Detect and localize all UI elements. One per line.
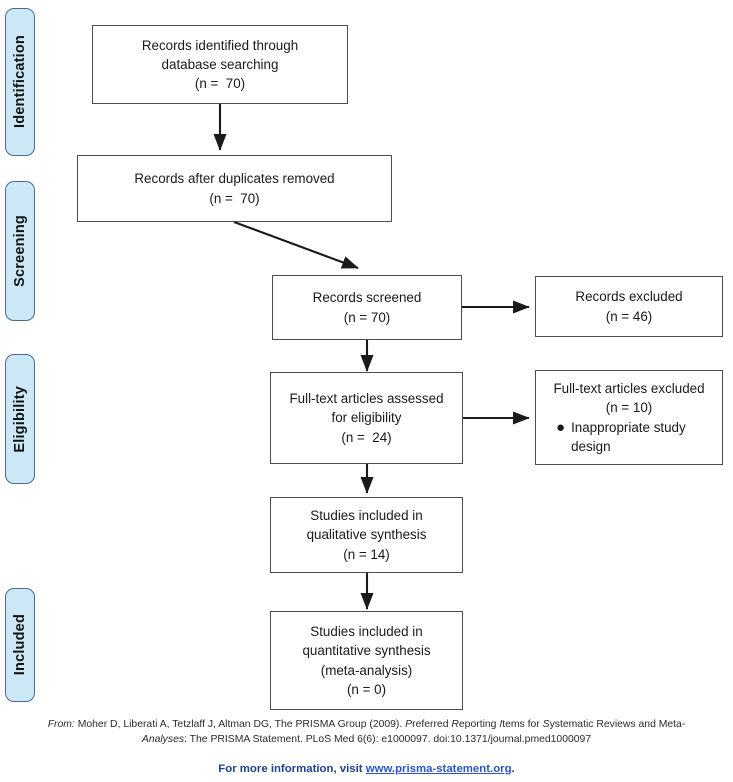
phase-tab-eligibility: Eligibility bbox=[5, 354, 35, 484]
box-fulltext-excluded: Full-text articles excluded (n = 10) ● I… bbox=[535, 370, 723, 465]
box-fulltext-assessed-line-2: for eligibility bbox=[331, 410, 402, 426]
citation-title-rest: ystematic Reviews and Meta- bbox=[549, 719, 686, 730]
phase-tab-screening: Screening bbox=[5, 181, 35, 321]
box-records-after-duplicates: Records after duplicates removed (n = 70… bbox=[77, 155, 392, 222]
box-qualitative-synthesis-line-1: Studies included in bbox=[310, 508, 423, 524]
phase-tab-identification: Identification bbox=[5, 8, 35, 156]
box-records-identified: Records identified through database sear… bbox=[92, 25, 348, 104]
more-information-period: . bbox=[511, 763, 515, 775]
box-quantitative-synthesis: Studies included in quantitative synthes… bbox=[270, 611, 463, 710]
citation-title-i: I bbox=[499, 719, 503, 730]
box-records-excluded-line-2: (n = 46) bbox=[605, 308, 653, 324]
box-records-after-duplicates-line-1: Records after duplicates removed bbox=[134, 171, 335, 187]
box-fulltext-excluded-line-2: (n = 10) bbox=[605, 400, 653, 416]
prisma-statement-link[interactable]: www.prisma-statement.org bbox=[365, 763, 512, 775]
phase-tab-included: Included bbox=[5, 588, 35, 702]
bullet-icon: ● bbox=[556, 418, 566, 436]
box-fulltext-excluded-line-1: Full-text articles excluded bbox=[553, 381, 705, 397]
citation-journal-info: : The PRISMA Statement. PLoS Med 6(6): e… bbox=[184, 734, 592, 745]
citation-analyses-word: Analyses bbox=[141, 734, 185, 745]
citation-from-label: From: bbox=[47, 719, 75, 730]
citation-line-1: From: Moher D, Liberati A, Tetzlaff J, A… bbox=[0, 718, 733, 733]
box-fulltext-assessed-line-3: (n = 24) bbox=[341, 429, 392, 445]
box-qualitative-synthesis: Studies included in qualitative synthesi… bbox=[270, 497, 463, 573]
box-quantitative-synthesis-line-1: Studies included in bbox=[310, 624, 423, 640]
box-qualitative-synthesis-line-3: (n = 14) bbox=[343, 546, 390, 562]
box-fulltext-assessed-line-1: Full-text articles assessed bbox=[289, 391, 444, 407]
citation-title-tems: tems for bbox=[502, 719, 543, 730]
box-records-excluded: Records excluded (n = 46) bbox=[535, 276, 723, 337]
box-records-excluded-line-1: Records excluded bbox=[575, 289, 683, 305]
box-fulltext-excluded-bullet-1: Inappropriate study design bbox=[571, 419, 686, 454]
citation-title-eporting: eporting bbox=[458, 719, 500, 730]
box-fulltext-excluded-bullet-row: ● Inappropriate study design bbox=[542, 418, 716, 456]
citation-authors: Moher D, Liberati A, Tetzlaff J, Altman … bbox=[74, 719, 406, 730]
box-records-screened-line-1: Records screened bbox=[312, 290, 422, 306]
box-records-identified-line-2: database searching bbox=[161, 56, 279, 72]
citation-title-r: R bbox=[451, 719, 459, 730]
more-information-text: For more information, visit bbox=[218, 763, 366, 775]
box-records-screened-line-2: (n = 70) bbox=[343, 309, 391, 325]
box-fulltext-assessed: Full-text articles assessed for eligibil… bbox=[270, 372, 463, 464]
box-quantitative-synthesis-line-4: (n = 0) bbox=[346, 681, 387, 697]
citation-title-p: P bbox=[405, 719, 413, 730]
box-records-identified-line-1: Records identified through bbox=[141, 37, 299, 53]
citation-title-s: S bbox=[542, 719, 550, 730]
more-information-line: For more information, visit www.prisma-s… bbox=[0, 763, 733, 775]
box-records-screened: Records screened (n = 70) bbox=[272, 275, 462, 340]
box-records-after-duplicates-line-2: (n = 70) bbox=[209, 190, 260, 206]
citation-title-referred: referred bbox=[412, 719, 452, 730]
citation-line-2: Analyses: The PRISMA Statement. PLoS Med… bbox=[0, 733, 733, 748]
box-quantitative-synthesis-line-2: quantitative synthesis bbox=[302, 643, 431, 659]
box-qualitative-synthesis-line-2: qualitative synthesis bbox=[306, 527, 427, 543]
box-records-identified-line-3: (n = 70) bbox=[194, 76, 246, 92]
box-quantitative-synthesis-line-3: (meta-analysis) bbox=[320, 662, 413, 678]
